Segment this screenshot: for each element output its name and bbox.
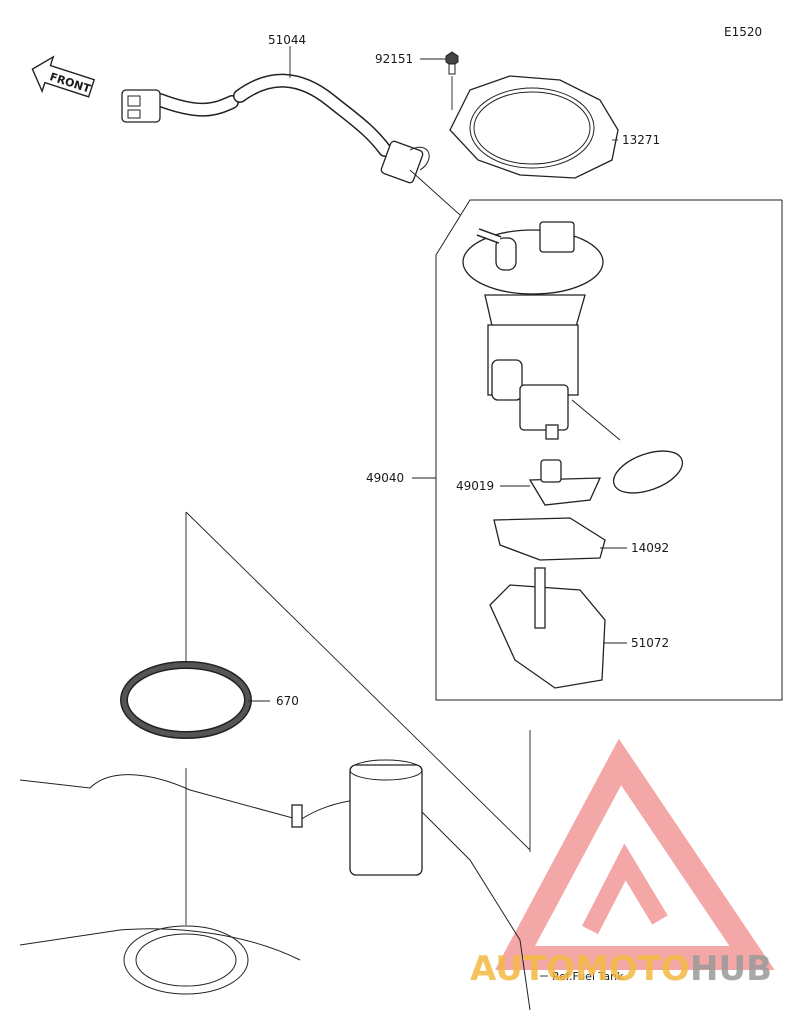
part-label-670: 670 — [276, 694, 299, 708]
watermark-part1: AUTOMOTO — [470, 949, 690, 989]
pump-assembly-frame — [435, 199, 783, 701]
o-ring-670 — [120, 661, 252, 739]
fuel-hose-assembly — [121, 73, 430, 184]
diagram-code: E1520 — [724, 25, 762, 39]
part-label-13271: 13271 — [622, 133, 660, 147]
part-label-51044: 51044 — [268, 33, 306, 47]
part-label-49019: 49019 — [456, 479, 494, 493]
part-label-92151: 92151 — [375, 52, 413, 66]
label-leaders — [248, 46, 627, 977]
watermark-part2: HUB — [690, 949, 772, 989]
cover-14092 — [493, 517, 606, 561]
reference-note: Ref.Fuel Tank — [552, 970, 624, 983]
watermark-text: AUTOMOTO HUB — [470, 949, 772, 989]
watermark-logo — [494, 738, 775, 970]
part-label-14092: 14092 — [631, 541, 669, 555]
cup-51072 — [489, 567, 606, 689]
part-label-51072: 51072 — [631, 636, 669, 650]
gasket-13271 — [449, 75, 619, 179]
front-arrow-icon: FRONT — [31, 55, 96, 98]
fuel-pump-body — [462, 221, 684, 494]
bolt-icon — [445, 51, 459, 75]
guide-lines — [185, 169, 531, 925]
filter-49019 — [528, 459, 602, 506]
fuel-tank — [19, 759, 531, 1011]
part-label-49040: 49040 — [366, 471, 404, 485]
